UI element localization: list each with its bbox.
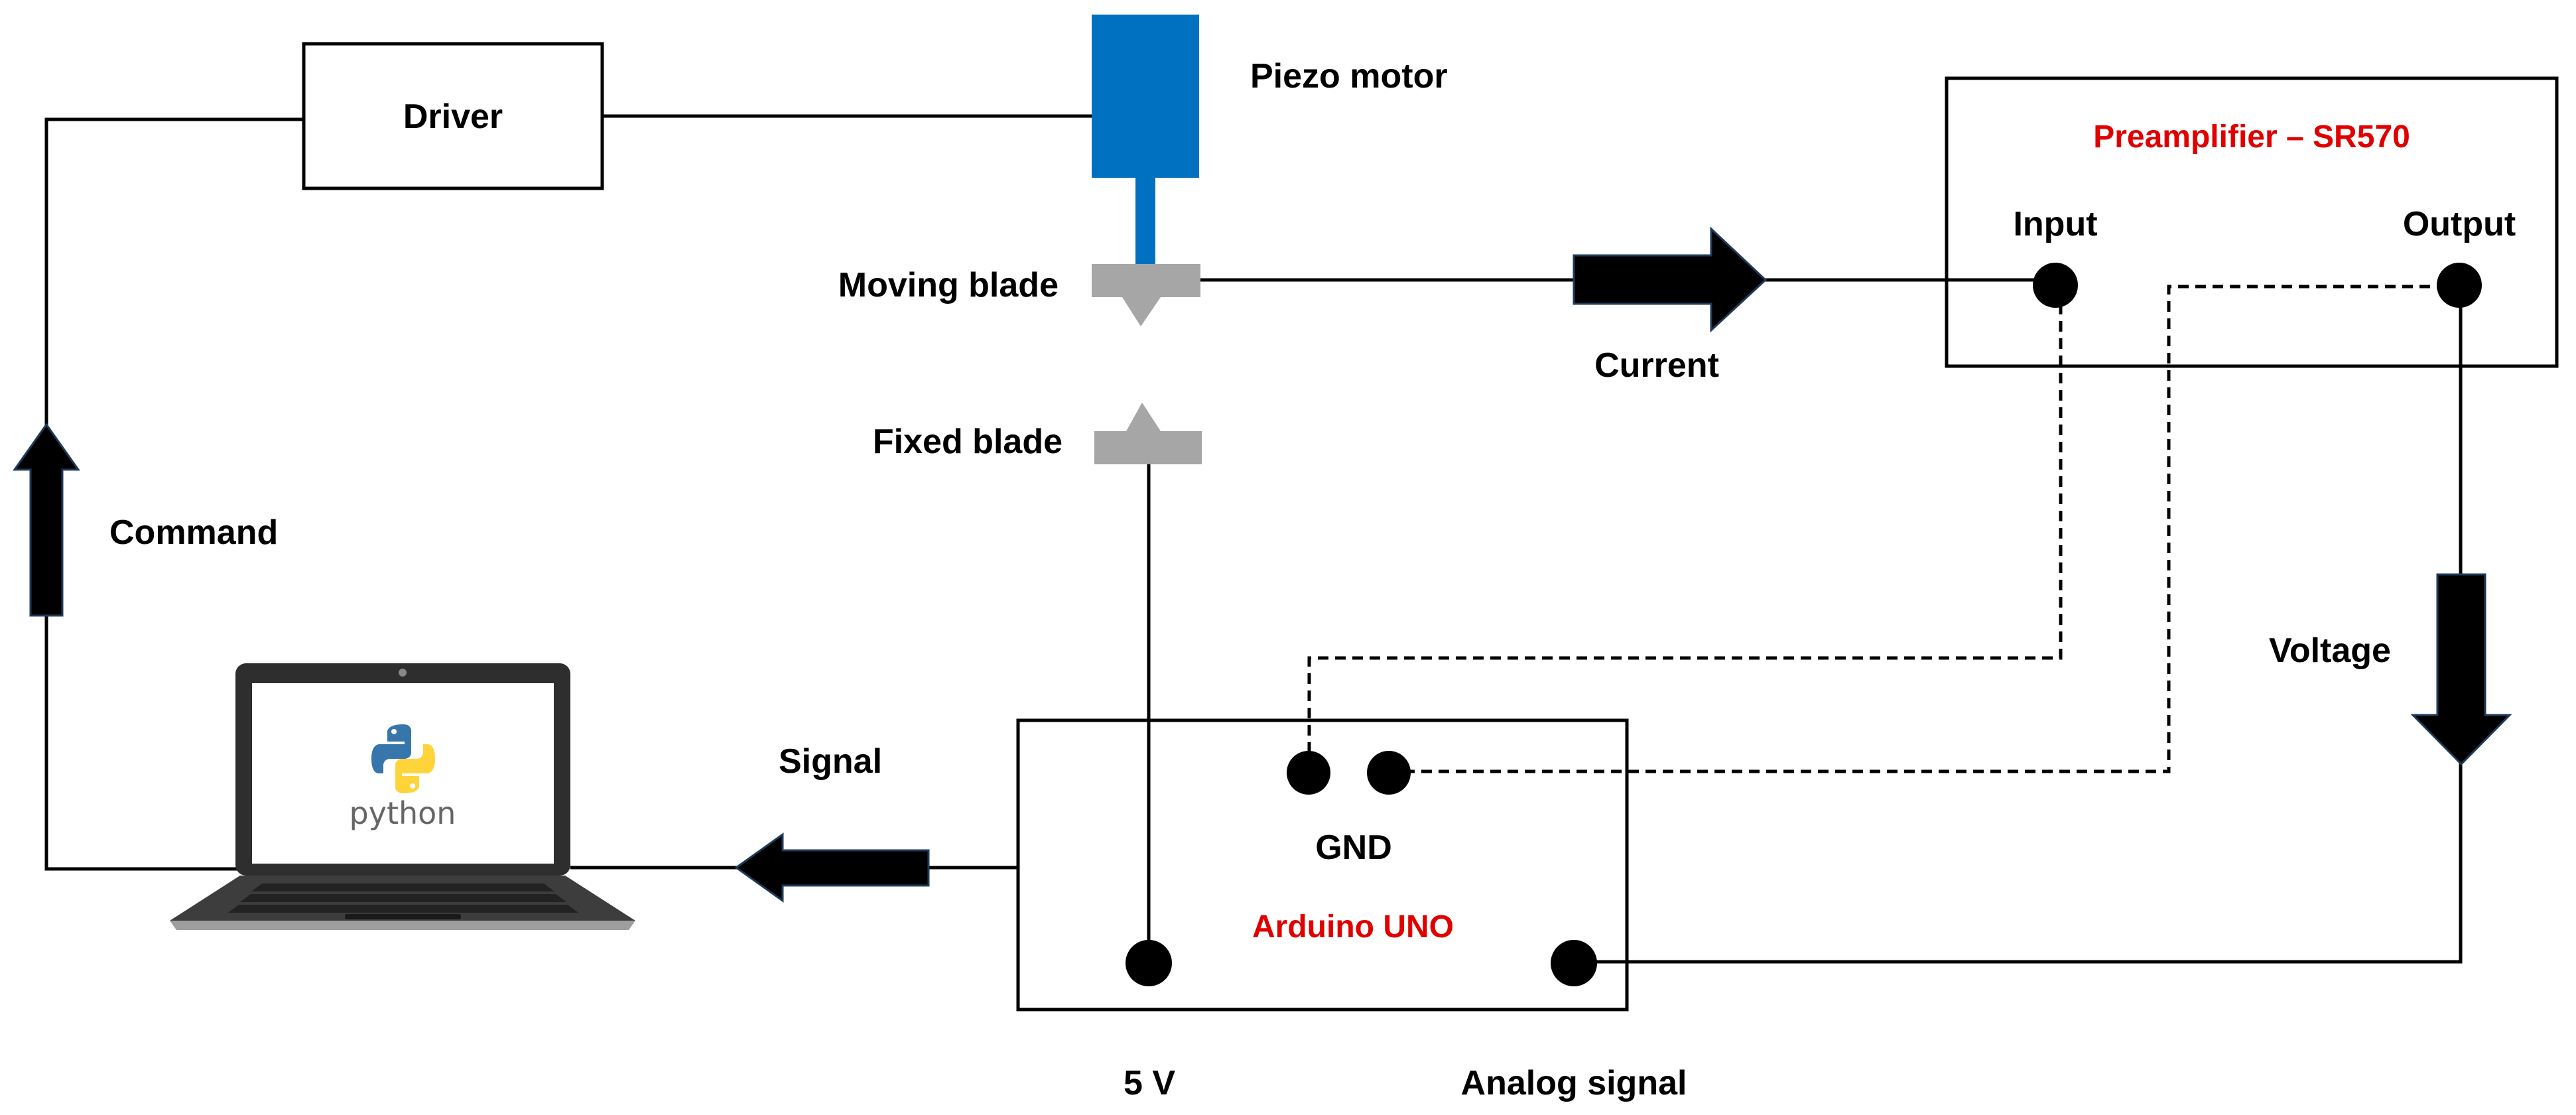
output-label: Output <box>2403 205 2516 243</box>
output-dashed-wire <box>1389 285 2447 773</box>
piezo-motor-shaft <box>1135 178 1155 264</box>
piezo-motor-label: Piezo motor <box>1250 57 1448 96</box>
analog-signal-label: Analog signal <box>1461 1064 1687 1102</box>
voltage-wire <box>1575 287 2463 964</box>
current-arrow <box>1573 226 1768 333</box>
command-label: Command <box>109 513 278 552</box>
input-label: Input <box>2013 205 2097 243</box>
signal-label: Signal <box>779 742 882 781</box>
moving-blade-label: Moving blade <box>838 266 1059 304</box>
arduino-title: Arduino UNO <box>1252 909 1454 945</box>
preamplifier-box <box>1945 76 2559 368</box>
gnd-pin-1 <box>1287 751 1330 795</box>
gnd-label: GND <box>1315 828 1392 867</box>
voltage-label: Voltage <box>2269 631 2391 670</box>
driver-label: Driver <box>403 98 503 136</box>
python-logo-text: python <box>350 795 456 831</box>
piezo-motor-body <box>1092 15 1199 178</box>
preamplifier-title: Preamplifier – SR570 <box>2093 119 2410 155</box>
preamp-output-terminal <box>2437 263 2482 308</box>
five-v-pin <box>1126 940 1172 986</box>
gnd-pin-2 <box>1367 751 1411 795</box>
gnd-dashed-wire <box>1307 287 2063 773</box>
analog-pin <box>1551 940 1597 986</box>
moving-blade <box>1092 264 1200 326</box>
preamp-input-terminal <box>2033 263 2078 308</box>
arduino-box <box>1016 718 1629 1012</box>
fixed-blade <box>1094 403 1202 464</box>
laptop-icon: python <box>170 663 635 930</box>
fixed-blade-label: Fixed blade <box>873 423 1063 461</box>
signal-arrow <box>734 832 930 903</box>
command-arrow <box>13 423 80 617</box>
current-label: Current <box>1594 346 1719 385</box>
voltage-arrow <box>2410 573 2512 766</box>
python-logo-icon <box>371 724 435 793</box>
driver-box <box>302 42 604 190</box>
five-v-label: 5 V <box>1124 1064 1175 1102</box>
